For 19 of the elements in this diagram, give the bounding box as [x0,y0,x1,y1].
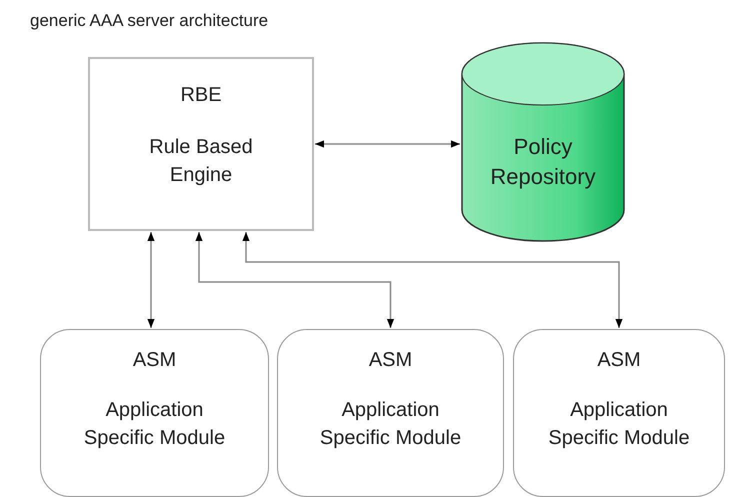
node-label: Application Specific Module [547,398,691,451]
node-heading: RBE [179,83,223,108]
process-box [88,57,314,231]
node-label: Rule Based Engine [148,135,254,188]
database-cylinder [461,42,625,242]
node-label: Application Specific Module [318,398,462,451]
module-box [40,329,269,497]
connector-arrow [195,232,394,328]
node-label: Policy Repository [489,133,597,191]
node-label: Application Specific Module [82,398,226,451]
node-heading: ASM [132,348,178,373]
node-heading: ASM [596,348,642,373]
connector-arrow [242,232,623,328]
node-heading: ASM [368,348,414,373]
connector-arrow [315,140,460,148]
diagram-title: generic AAA server architecture [30,10,268,32]
module-box [513,329,725,497]
connector-arrow [147,232,155,328]
module-box [277,329,504,497]
